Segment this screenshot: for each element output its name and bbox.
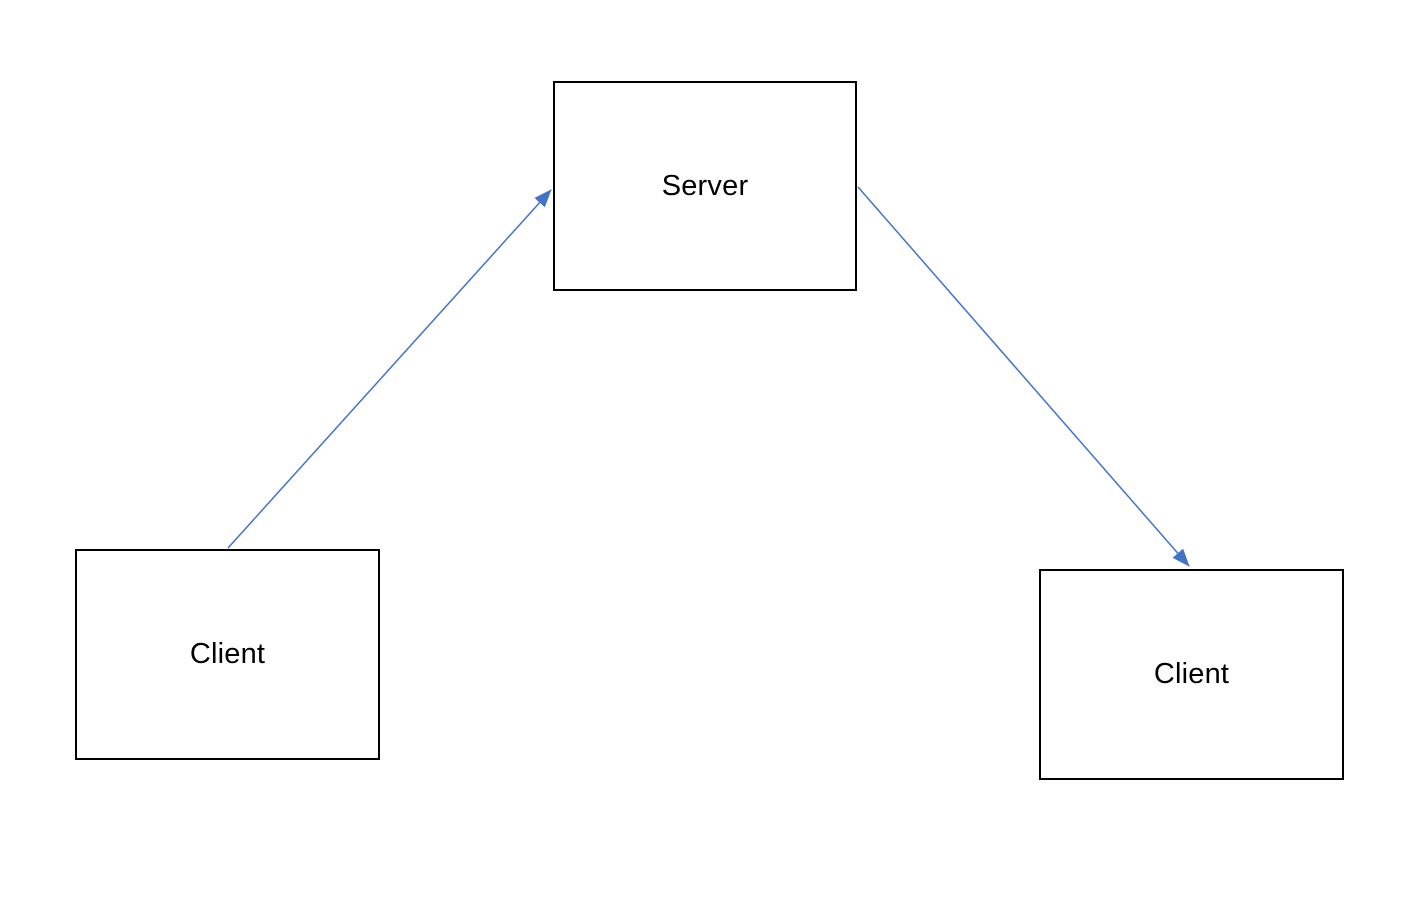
edge-client-left-to-server (227, 189, 552, 549)
node-client-right[interactable]: Client (1039, 569, 1344, 780)
node-client-left-label: Client (189, 638, 266, 670)
node-server-label: Server (661, 169, 749, 202)
edge-server-to-client-right (857, 186, 1190, 567)
node-client-left[interactable]: Client (75, 549, 380, 760)
node-server[interactable]: Server (553, 81, 857, 291)
node-client-right-label: Client (1153, 658, 1230, 690)
